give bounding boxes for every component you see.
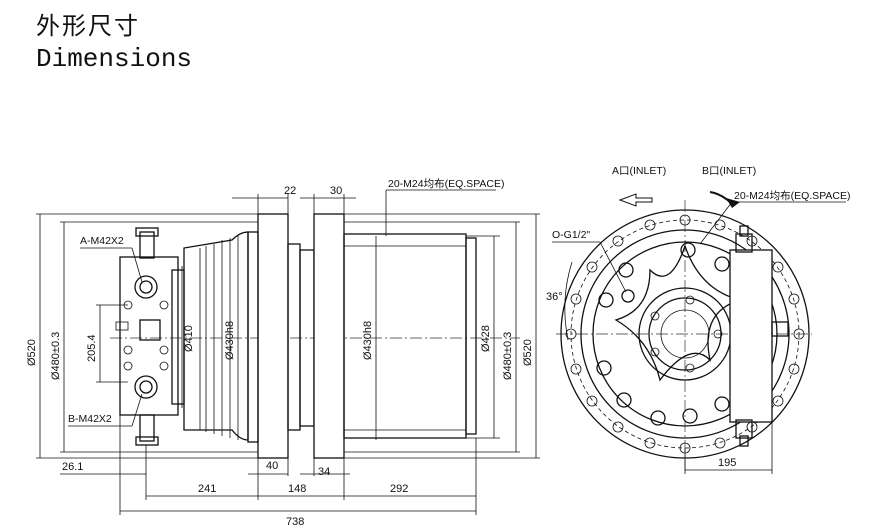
front-dimensions: A口(INLET) B口(INLET) 20-M24均布(EQ.SPACE) O… <box>546 165 851 474</box>
dim-w148: 148 <box>288 483 306 495</box>
dim-d205: 205.4 <box>86 334 98 362</box>
dim-w241: 241 <box>198 483 216 495</box>
front-view <box>556 200 812 470</box>
dim-d430h8-a: Ø430h8 <box>224 321 236 360</box>
dim-d480-right: Ø480±0.3 <box>502 332 514 380</box>
dim-d520-right: Ø520 <box>522 339 534 366</box>
dim-w22: 22 <box>284 185 296 197</box>
dim-d430h8-b: Ø430h8 <box>362 321 374 360</box>
dim-w195: 195 <box>718 457 736 469</box>
flange-front <box>257 213 289 459</box>
flange-rear <box>313 213 345 459</box>
label-port-b-thread: B-M42X2 <box>68 413 112 425</box>
dim-d410: Ø410 <box>183 325 195 352</box>
dim-w26: 26.1 <box>62 461 83 473</box>
label-angle: 36° <box>546 291 563 303</box>
dim-w30: 30 <box>330 185 342 197</box>
side-view <box>110 213 520 459</box>
label-inlet-a: A口(INLET) <box>612 165 666 177</box>
label-port-a-thread: A-M42X2 <box>80 235 124 247</box>
title-chinese: 外形尺寸 <box>36 12 140 40</box>
dim-w40: 40 <box>266 460 278 472</box>
title-english: Dimensions <box>36 44 193 74</box>
bolt-holes <box>565 214 805 454</box>
label-inlet-b: B口(INLET) <box>702 165 756 177</box>
port-a-icon <box>134 275 158 299</box>
front-valve-block <box>729 249 773 423</box>
label-bolt-pattern-side: 20-M24均布(EQ.SPACE) <box>734 190 851 202</box>
label-drain-port: O-G1/2" <box>552 229 590 241</box>
dim-w292: 292 <box>390 483 408 495</box>
valve-block <box>119 256 179 416</box>
dim-d428: Ø428 <box>480 325 492 352</box>
dim-d480-left: Ø480±0.3 <box>50 332 62 380</box>
dim-w738: 738 <box>286 516 304 528</box>
label-bolt-pattern-top: 20-M24均布(EQ.SPACE) <box>388 178 505 190</box>
side-dimensions: Ø520 Ø480±0.3 205.4 Ø410 Ø430h8 Ø430h8 Ø… <box>26 178 540 528</box>
dim-d520-left: Ø520 <box>26 339 38 366</box>
inlet-a-arrow-icon <box>618 193 653 207</box>
port-b-icon <box>134 375 158 399</box>
dim-w34: 34 <box>318 466 330 478</box>
